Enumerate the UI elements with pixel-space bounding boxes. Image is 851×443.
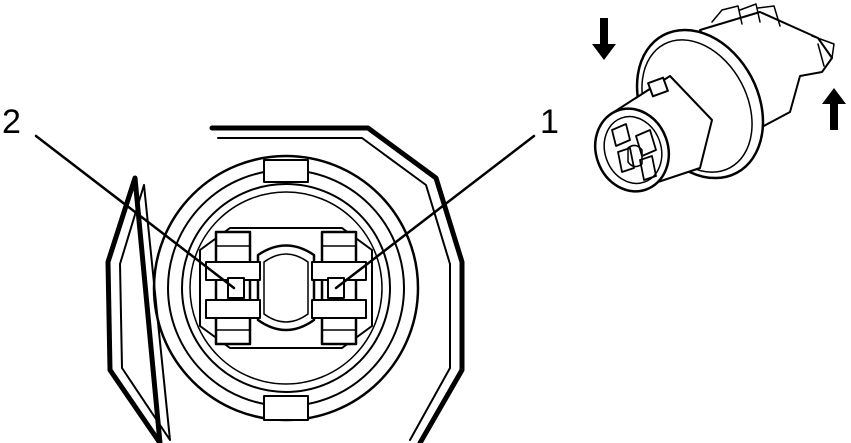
leader-line-2 bbox=[34, 134, 236, 290]
callout-label-1: 1 bbox=[540, 103, 559, 141]
center-post-inner bbox=[263, 253, 309, 323]
leader-line-1 bbox=[334, 134, 536, 290]
housing-outline bbox=[105, 125, 465, 443]
rear-latch-lines bbox=[711, 3, 835, 67]
locking-tab bbox=[647, 76, 669, 98]
housing-inner-outline bbox=[119, 137, 451, 441]
bottom-key bbox=[263, 395, 309, 421]
front-center-post bbox=[627, 144, 643, 168]
arrow-up-icon bbox=[822, 88, 846, 130]
seal-ring bbox=[189, 191, 383, 385]
inner-ring bbox=[181, 183, 391, 393]
arrow-down-icon bbox=[592, 18, 616, 60]
callout-label-2: 2 bbox=[2, 103, 21, 141]
front-face-ring bbox=[603, 115, 663, 185]
terminal-2 bbox=[205, 230, 261, 346]
connector-perspective-view bbox=[592, 3, 846, 193]
top-key bbox=[263, 159, 309, 183]
connector-end-view: 2 1 bbox=[2, 103, 559, 443]
center-post bbox=[256, 244, 316, 332]
front-terminals bbox=[611, 123, 657, 181]
